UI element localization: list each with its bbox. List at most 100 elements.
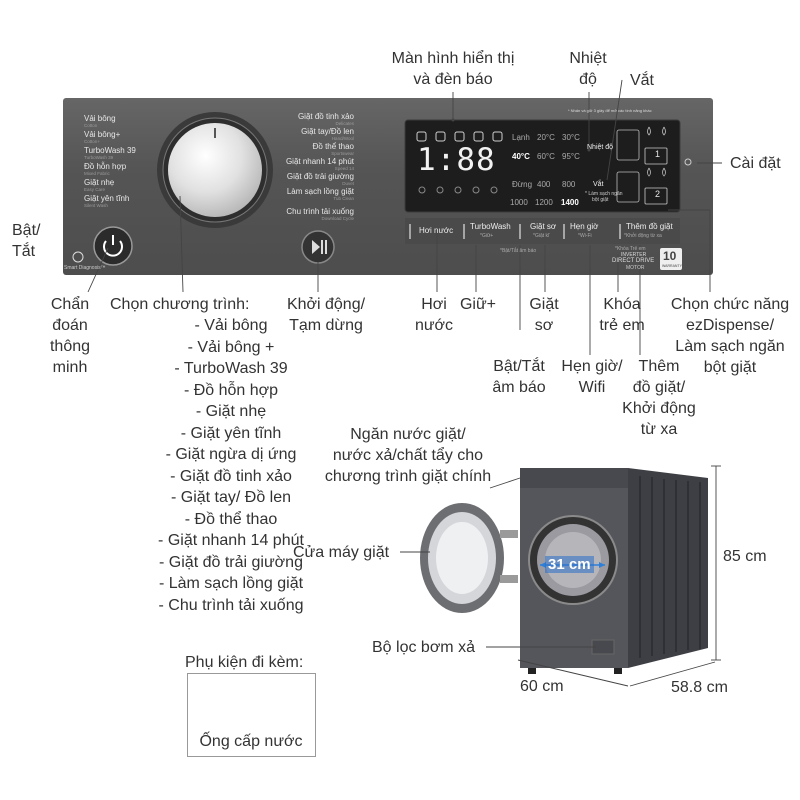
panel-program-sub: Silent Wash: [84, 203, 108, 208]
program-item: - Đồ hỗn hợp: [183, 381, 279, 399]
label-child-lock: Khóa trẻ em: [594, 294, 650, 336]
direct-drive-text: DIRECT DRIVE: [612, 258, 655, 264]
spin-option: 800: [562, 180, 576, 189]
panel-program-name: Giặt tay/Đồ len: [301, 127, 354, 136]
label-temperature-line2: độ: [579, 71, 597, 88]
panel-program-sub: Cotton: [84, 123, 98, 128]
label-ezdispense-line: Làm sạch ngăn: [675, 338, 785, 355]
label-add-item-line: từ xa: [640, 421, 678, 438]
panel-program-sub: Hand/Wool: [331, 136, 354, 141]
inverter-text: INVERTER: [621, 252, 647, 258]
label-height: 85 cm: [723, 548, 767, 565]
panel-program-name: Giặt nhanh 14 phút: [285, 157, 354, 166]
warranty-number: 10: [663, 249, 677, 263]
display-digits: 1:88: [417, 142, 496, 178]
label-dispenser-line: Ngăn nước giặt/: [350, 426, 466, 443]
label-start-pause-line: Khởi động/: [286, 296, 366, 313]
panel-temp-label: Nhiệt độ: [587, 144, 614, 151]
label-width: 60 cm: [520, 678, 564, 695]
label-steam: Hơi nước: [410, 294, 458, 336]
label-door: Cửa máy giặt: [293, 544, 390, 561]
add-item-button[interactable]: Thêm đồ giặt: [626, 222, 673, 231]
program-item: - Đồ thể thao: [184, 510, 278, 528]
label-display: Màn hình hiển thị và đèn báo: [388, 48, 518, 90]
label-add-item-line: Khởi động: [622, 400, 696, 417]
accessory-box: [187, 673, 316, 757]
label-power-line2: Tắt: [12, 243, 36, 260]
label-dispenser: Ngăn nước giặt/ nước xả/chất tẩy cho chư…: [318, 424, 498, 487]
label-settings: Cài đặt: [730, 155, 781, 172]
label-add-item: Thêm đồ giặt/ Khởi động từ xa: [612, 356, 706, 440]
temp-option: 30°C: [562, 133, 580, 142]
dispenser-2-label: 2: [655, 189, 661, 199]
label-spin: Vắt: [629, 72, 654, 89]
panel-program-name: Giặt nhẹ: [84, 178, 115, 187]
label-diagnosis: Chẩn đoán thông minh: [45, 294, 95, 378]
spin-option: 1000: [510, 198, 528, 207]
panel-program-sub: Tub Clean: [333, 196, 354, 201]
label-power: Bật/ Tắt: [12, 220, 40, 262]
power-button[interactable]: [93, 226, 133, 266]
turbowash-button[interactable]: TurboWash: [470, 222, 511, 231]
lock-hint: *Khóa Trẻ em: [615, 246, 646, 252]
smart-diagnosis-icon: [72, 251, 84, 263]
settings-icon[interactable]: [684, 158, 692, 166]
panel-program-name: TurboWash 39: [84, 146, 136, 155]
label-keep: Giữ+: [459, 296, 497, 313]
program-heading: Chọn chương trình:: [110, 296, 250, 313]
add-item-sub: *Khởi động từ xa: [624, 233, 662, 239]
motor-text: MOTOR: [626, 265, 645, 271]
warranty-badge: [660, 248, 682, 270]
label-dispenser-line: chương trình giặt chính: [324, 468, 492, 485]
accessory-water-hose: Ống cấp nước: [199, 733, 303, 750]
program-item: - Vải bông +: [187, 338, 275, 356]
program-item: - Giặt đồ trải giường: [159, 553, 303, 571]
panel-program-sub: Delicates: [335, 121, 354, 126]
temp-option-selected: 40°C: [512, 152, 530, 161]
display-screen: [404, 119, 681, 213]
label-child-lock-line: trẻ em: [599, 317, 645, 334]
label-timer-line: Hẹn giờ/: [561, 358, 623, 375]
label-ezdispense: Chọn chức năng ezDispense/ Làm sạch ngăn…: [662, 294, 798, 378]
smart-diagnosis-text: Smart Diagnosis™: [64, 265, 106, 271]
program-item: - Làm sạch lồng giặt: [158, 575, 304, 592]
label-steam-line: nước: [414, 317, 454, 334]
label-ezdispense-line: bột giặt: [703, 359, 757, 376]
label-steam-line: Hơi: [421, 296, 447, 313]
spin-option: Đừng: [512, 180, 533, 189]
program-item: - Vải bông: [194, 317, 268, 334]
play-icon: [312, 240, 320, 254]
dispenser-1-label: 1: [655, 149, 661, 159]
label-beep-line: Bật/Tắt: [493, 358, 545, 375]
washing-machine: [420, 468, 708, 674]
temp-option: 60°C: [537, 152, 555, 161]
panel-program-sub: Duvet: [342, 181, 354, 186]
timer-button[interactable]: Hẹn giờ: [570, 222, 599, 231]
steam-button[interactable]: Hơi nước: [419, 226, 454, 235]
label-prewash-line: sơ: [534, 317, 554, 334]
prewash-button[interactable]: Giặt sơ: [530, 222, 557, 231]
label-drain-filter: Bộ lọc bơm xả: [372, 639, 475, 656]
panel-program-name: Giặt yên tĩnh: [84, 194, 130, 203]
panel-program-sub: Easy Care: [84, 187, 106, 192]
prewash-sub: *Giặt kĩ: [533, 233, 550, 239]
label-display-line2: và đèn báo: [413, 71, 493, 88]
label-beep-line: âm báo: [492, 379, 546, 396]
panel-program-name: Giặt đồ tinh xảo: [297, 112, 354, 121]
temp-option: 20°C: [537, 133, 555, 142]
program-item: - Chu trình tải xuống: [158, 596, 304, 614]
label-prewash-line: Giặt: [529, 296, 559, 313]
status-icons: [416, 131, 503, 142]
panel-program-name: Vải bông: [84, 114, 116, 123]
panel-program-name: Làm sạch lồng giặt: [286, 187, 354, 196]
panel-hint-top: * Nhấn và giữ 3 giây để mở các tính năng…: [568, 108, 652, 113]
program-knob[interactable]: [168, 123, 262, 217]
program-item: - Giặt yên tĩnh: [180, 424, 282, 442]
label-dispenser-line: nước xả/chất tẩy cho: [332, 447, 484, 464]
beep-hint: *Bật/Tắt âm báo: [500, 248, 537, 254]
panel-program-sub: Sportswear: [331, 151, 354, 156]
label-diagnosis-line: đoán: [52, 317, 88, 334]
label-temperature: Nhiệt độ: [560, 48, 616, 90]
program-item: - Giặt nhanh 14 phút: [158, 532, 304, 549]
